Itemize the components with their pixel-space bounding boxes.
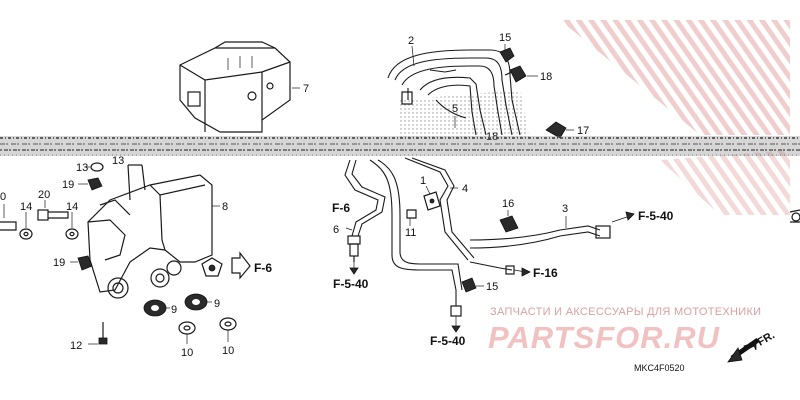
callout-0-left: 0: [0, 191, 6, 203]
washer-14-right: [65, 212, 79, 240]
callout-3: 3: [562, 203, 568, 215]
callout-5: 5: [452, 103, 458, 115]
ref-f6-left: F-6: [332, 201, 350, 215]
watermark-text: ЗАПЧАСТИ И АКСЕССУАРЫ ДЛЯ МОТОТЕХНИКИ: [490, 306, 761, 318]
callout-8: 8: [222, 201, 228, 213]
callout-20: 20: [38, 189, 50, 201]
collar-10-b: [219, 317, 237, 342]
callout-10-b: 10: [222, 345, 234, 357]
ref-arrow-f540-bottom: [451, 316, 461, 333]
collar-10-a: [178, 321, 196, 344]
callout-4: 4: [462, 183, 468, 195]
ref-arrow-f16: [513, 267, 531, 277]
part-13-upper: [86, 162, 104, 172]
watermark-wing-lower: [660, 150, 790, 215]
washer-14-left: [19, 212, 33, 240]
callout-6: 6: [333, 224, 339, 236]
bolt-left-edge: [0, 204, 17, 231]
right-edge-fragment: [789, 209, 800, 223]
ref-fr: FR.: [756, 329, 777, 348]
callout-16: 16: [502, 198, 514, 210]
ref-f6-bracket: F-6: [254, 261, 272, 275]
separator-band: [0, 136, 800, 156]
clip-18-upper: [504, 65, 538, 83]
callout-17: 17: [577, 125, 589, 137]
callout-15-lower: 15: [486, 281, 498, 293]
callout-12: 12: [70, 340, 82, 352]
callout-10-a: 10: [181, 347, 193, 359]
ref-arrow-f540-right: [611, 211, 635, 223]
callout-14-left: 14: [20, 201, 32, 213]
ref-f540-bottom: F-5-40: [430, 334, 466, 348]
shading-area: [400, 90, 530, 140]
ref-arrow-f540-left: [349, 262, 359, 275]
upper-tube-bundle: [387, 45, 521, 136]
callout-9-a: 9: [171, 304, 177, 316]
ref-f540-left: F-5-40: [333, 277, 369, 291]
grommet-9-a: [143, 299, 170, 317]
grommet-9-b: [184, 293, 212, 311]
abs-bracket: [87, 164, 220, 299]
callout-11: 11: [405, 227, 416, 239]
clip-15-upper: [499, 44, 515, 63]
lower-tube-assembly: [344, 157, 611, 317]
callout-7: 7: [303, 83, 309, 95]
callout-19-lower: 19: [53, 257, 65, 269]
callout-9-b: 9: [214, 298, 220, 310]
diagram-code: MKC4F0520: [634, 363, 685, 373]
callout-18-upper: 18: [486, 131, 498, 143]
abs-modulator: [179, 41, 300, 133]
callout-13-lower: 13: [112, 155, 124, 167]
front-direction-arrow: [727, 337, 760, 363]
part-19-upper: [78, 177, 103, 191]
clip-17: [545, 121, 574, 139]
watermark-wing: [560, 20, 790, 135]
bolt-12: [88, 322, 108, 345]
watermark-logo: PARTSFOR.RU: [488, 320, 721, 355]
bracket-ref-arrow: [201, 251, 251, 280]
ref-f540-right: F-5-40: [638, 209, 674, 223]
callout-19-upper: 19: [62, 179, 74, 191]
ref-f16: F-16: [533, 266, 558, 280]
callout-14-right: 14: [66, 201, 78, 213]
callout-1: 1: [420, 175, 426, 187]
callout-2: 2: [408, 35, 414, 47]
callout-18: 18: [540, 71, 552, 83]
part-19-lower: [70, 255, 93, 271]
callout-13-upper: 13: [76, 162, 88, 174]
bolt-20: [37, 200, 69, 221]
callout-15-upper: 15: [499, 32, 511, 44]
